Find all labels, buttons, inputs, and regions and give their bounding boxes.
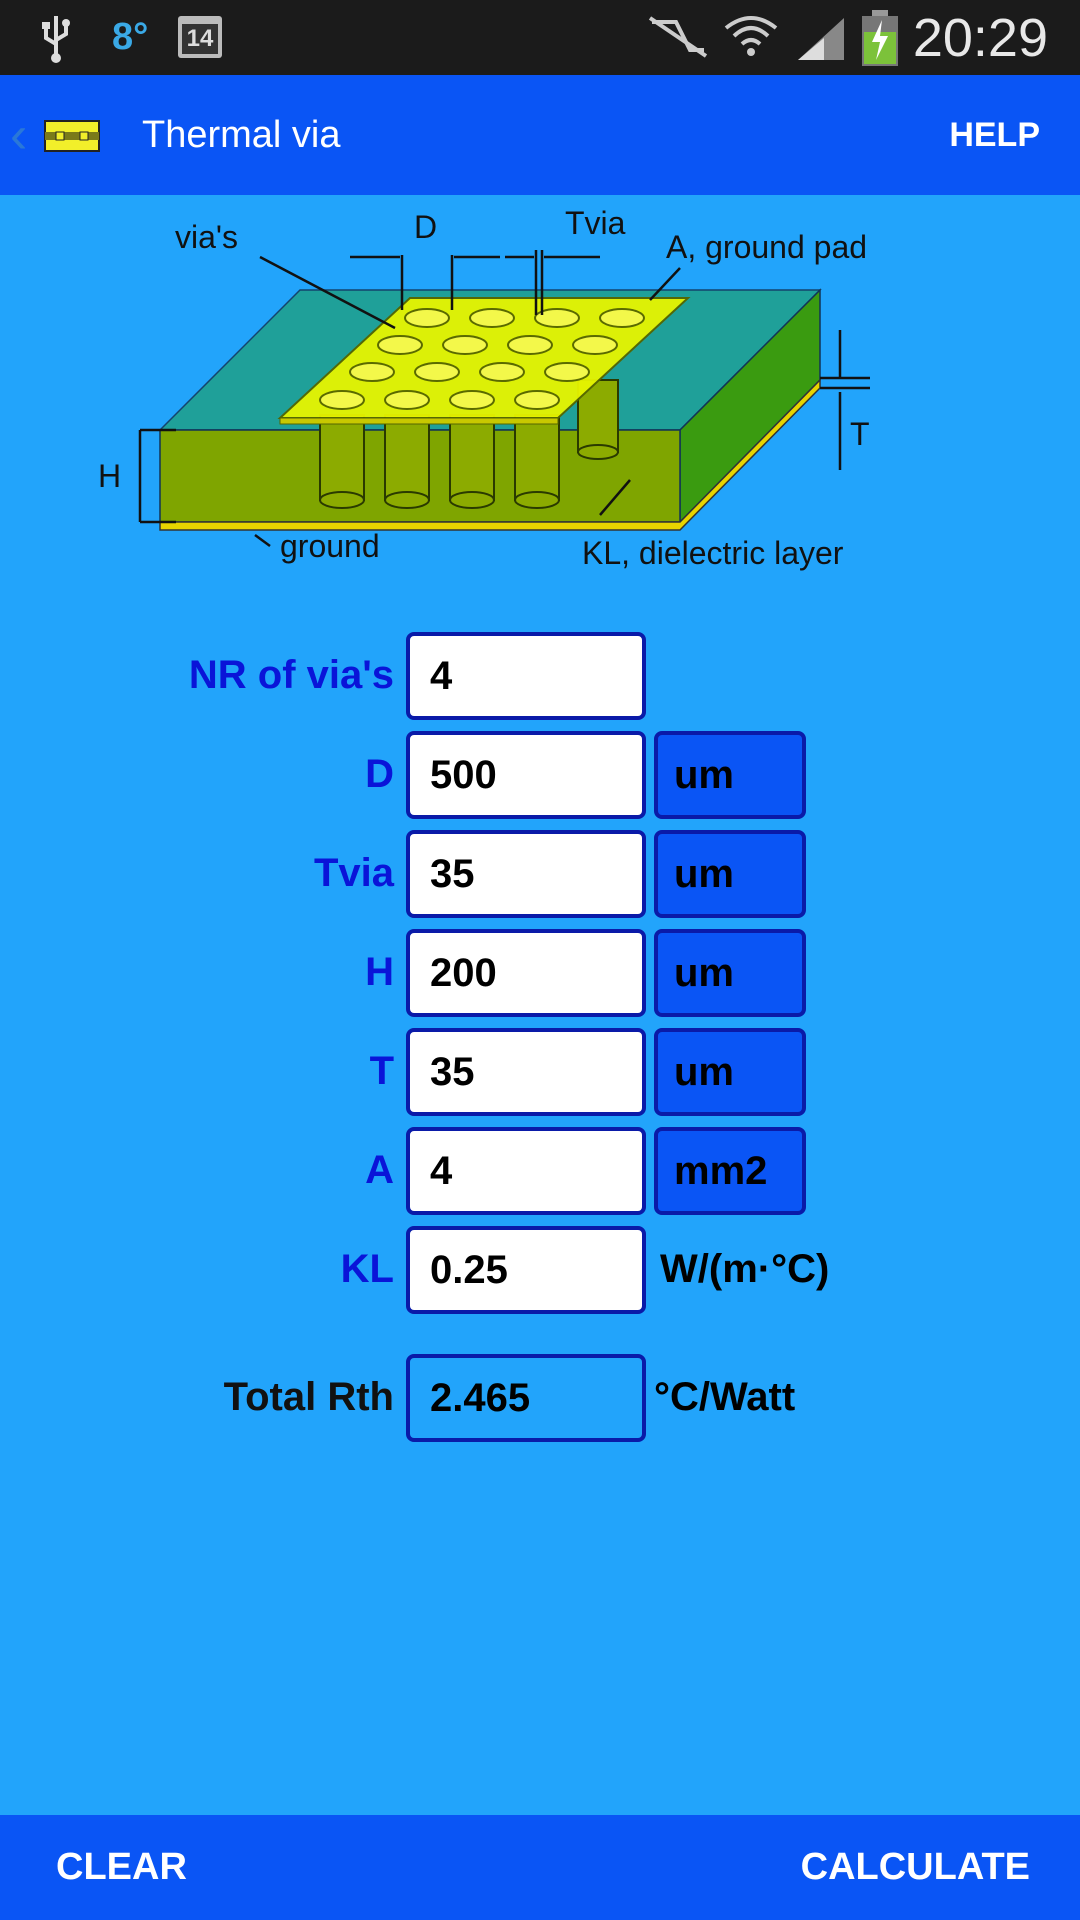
a-input[interactable]: 4 (406, 1127, 646, 1215)
h-unit-button[interactable]: um (654, 929, 806, 1017)
a-unit-button[interactable]: mm2 (654, 1127, 806, 1215)
d-unit-button[interactable]: um (654, 731, 806, 819)
row-t: T 35 um (0, 1028, 1080, 1118)
label-h-field: H (365, 950, 394, 994)
tvia-input[interactable]: 35 (406, 830, 646, 918)
battery-icon (862, 10, 898, 66)
row-a: A 4 mm2 (0, 1127, 1080, 1217)
action-bar: ‹ Thermal via HELP (0, 75, 1080, 195)
help-button[interactable]: HELP (949, 116, 1040, 154)
total-rth-output: 2.465 (406, 1354, 646, 1442)
row-tvia: Tvia 35 um (0, 830, 1080, 920)
total-rth-unit-label: °C/Watt (654, 1375, 796, 1419)
label-kl-field: KL (340, 1247, 394, 1291)
kl-input[interactable]: 0.25 (406, 1226, 646, 1314)
row-h: H 200 um (0, 929, 1080, 1019)
calendar-icon: 14 (178, 16, 222, 58)
label-t: T (850, 416, 870, 452)
page-title: Thermal via (142, 114, 341, 156)
label-t-field: T (369, 1049, 394, 1093)
tvia-unit-button[interactable]: um (654, 830, 806, 918)
app-logo-icon[interactable] (44, 120, 100, 152)
nfc-icon (648, 16, 708, 58)
row-kl: KL 0.25 W/(m·°C) (0, 1226, 1080, 1316)
h-input[interactable]: 200 (406, 929, 646, 1017)
label-nr-vias: NR of via's (188, 653, 394, 697)
label-dielectric: KL, dielectric layer (582, 535, 844, 571)
label-d-field: D (365, 752, 394, 796)
usb-icon (42, 16, 70, 63)
label-h: H (98, 458, 121, 494)
back-chevron-icon[interactable]: ‹ (10, 106, 28, 164)
label-vias: via's (175, 219, 238, 255)
kl-unit-label: W/(m·°C) (660, 1247, 830, 1291)
row-total-rth: Total Rth 2.465 °C/Watt (0, 1354, 1080, 1444)
calendar-day: 14 (182, 24, 218, 54)
t-input[interactable]: 35 (406, 1028, 646, 1116)
clear-button[interactable]: CLEAR (56, 1846, 187, 1888)
temperature-indicator: 8° (112, 16, 149, 58)
nr-vias-input[interactable]: 4 (406, 632, 646, 720)
calculate-button[interactable]: CALCULATE (800, 1846, 1030, 1888)
thermal-via-diagram: via's D Tvia A, ground pad H T ground KL… (98, 205, 870, 571)
status-bar: 8° 14 20:29 (0, 0, 1080, 75)
wifi-icon (724, 16, 778, 56)
d-input[interactable]: 500 (406, 731, 646, 819)
label-tvia-field: Tvia (313, 851, 394, 895)
row-d: D 500 um (0, 731, 1080, 821)
t-unit-button[interactable]: um (654, 1028, 806, 1116)
label-ground: ground (280, 528, 380, 564)
bottom-action-bar: CLEAR CALCULATE (0, 1815, 1080, 1920)
clock: 20:29 (912, 7, 1048, 68)
label-tvia: Tvia (565, 205, 626, 241)
label-d: D (414, 209, 437, 245)
label-total-rth: Total Rth (223, 1375, 394, 1419)
signal-icon (798, 18, 844, 60)
label-ground-pad: A, ground pad (666, 229, 867, 265)
row-nr-vias: NR of via's 4 (0, 632, 1080, 722)
label-a-field: A (365, 1148, 394, 1192)
